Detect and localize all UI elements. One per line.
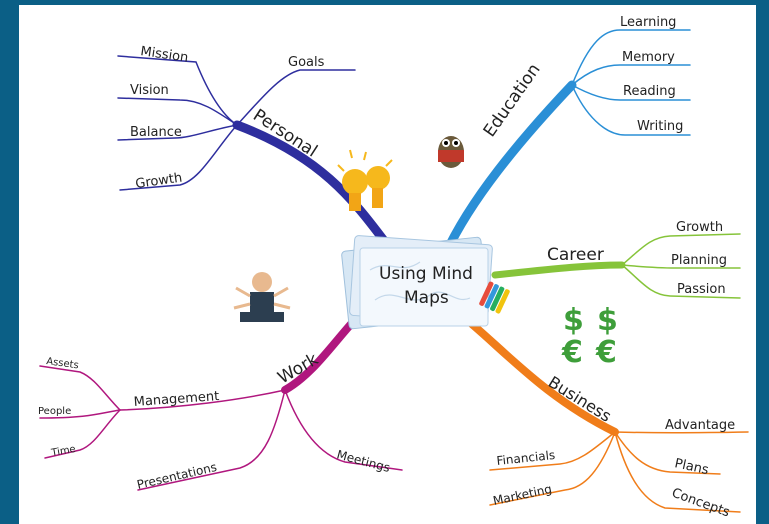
branch-label-career: Career <box>547 245 604 265</box>
personal-edge-growth <box>119 124 238 191</box>
education-edge-learning <box>571 29 691 86</box>
node-assets: Assets <box>46 356 80 371</box>
node-career-growth: Growth <box>676 220 723 235</box>
business-edge-advantage <box>614 431 749 434</box>
node-writing: Writing <box>637 119 683 134</box>
euro-symbol: € <box>561 335 583 370</box>
career-edge-planning <box>621 264 741 269</box>
node-people: People <box>38 406 71 417</box>
personal-edge-mission <box>117 55 238 126</box>
node-marketing: Marketing <box>492 482 553 508</box>
career-edge-passion <box>621 264 741 299</box>
work-edge-presentations <box>137 389 286 491</box>
node-plans: Plans <box>673 456 710 478</box>
business-edge-financials <box>489 431 616 471</box>
node-goals: Goals <box>288 55 325 70</box>
central-title-line2: Maps <box>404 288 449 308</box>
business-edge-marketing <box>489 431 616 506</box>
personal-edge-balance <box>117 124 238 141</box>
markers-icon <box>479 281 510 314</box>
mind-map-canvas: $ $ € € Using Mind Maps Personal Mission… <box>19 5 756 524</box>
node-advantage: Advantage <box>665 418 735 433</box>
node-memory: Memory <box>622 50 675 65</box>
node-personal-growth: Growth <box>134 171 183 192</box>
dollar-symbol-2: $ <box>597 303 618 338</box>
management-edge-time <box>44 409 121 459</box>
education-trunk <box>440 80 577 260</box>
career-branch <box>491 233 741 299</box>
education-edge-reading <box>571 84 691 101</box>
lightbulb-people-icon <box>337 149 393 211</box>
node-passion: Passion <box>677 282 726 297</box>
central-title-line1: Using Mind <box>379 264 473 284</box>
node-meetings: Meetings <box>335 447 391 475</box>
work-edge-meetings <box>284 389 403 471</box>
mind-map-svg: $ $ € € Using Mind Maps Personal Mission… <box>38 15 749 521</box>
node-balance: Balance <box>130 125 182 140</box>
business-edge-plans <box>614 431 721 475</box>
busy-businessman-icon <box>233 272 291 322</box>
node-mission: Mission <box>139 44 189 66</box>
education-branch <box>440 29 691 260</box>
dollar-symbol: $ <box>563 303 584 338</box>
node-vision: Vision <box>130 83 169 98</box>
currency-symbols-icon: $ $ € € <box>561 303 618 370</box>
education-edge-memory <box>571 64 691 86</box>
reading-owl-icon <box>438 136 464 168</box>
business-edge-concepts <box>614 431 741 513</box>
node-time: Time <box>50 444 77 459</box>
node-reading: Reading <box>623 84 676 99</box>
career-edge-growth <box>621 233 741 266</box>
node-management: Management <box>133 389 219 410</box>
education-edge-writing <box>571 84 691 136</box>
management-edge-people <box>39 409 121 419</box>
career-trunk <box>491 261 626 279</box>
central-topic-image <box>341 235 510 330</box>
management-edge-assets <box>39 365 121 411</box>
personal-edge-vision <box>117 97 238 126</box>
node-planning: Planning <box>671 253 727 268</box>
node-presentations: Presentations <box>136 460 219 492</box>
node-learning: Learning <box>620 15 676 30</box>
euro-symbol-2: € <box>595 335 617 370</box>
node-financials: Financials <box>496 448 556 468</box>
work-edge-management <box>119 389 286 411</box>
node-concepts: Concepts <box>670 486 732 521</box>
sheet-front <box>359 247 489 327</box>
personal-edge-goals <box>236 69 356 126</box>
